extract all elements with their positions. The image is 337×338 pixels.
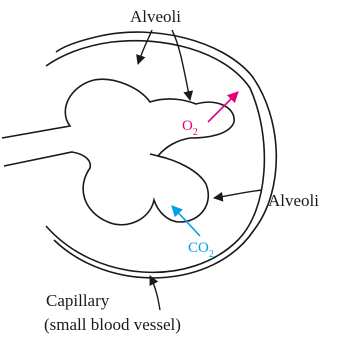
co2-label: CO2 [188,240,214,260]
capillary-outer-wall [46,41,264,273]
oxygen-label: O2 [182,118,198,138]
alveoli-right-arrow [214,190,262,198]
oxygen-symbol: O [182,118,193,134]
capillary-inner-wall [54,32,276,278]
alveolus-fold-line [150,154,166,158]
alveolus-sac [2,79,234,225]
co2-subscript: 2 [209,249,214,260]
alveoli-top-label: Alveoli [130,7,181,26]
alveoli-right-label: Alveoli [268,191,319,210]
alveoli-top-arrow-right [172,30,190,100]
capillary-label: Capillary [46,291,110,310]
oxygen-subscript: 2 [193,127,198,138]
capillary-arrow [150,276,160,310]
co2-symbol: CO [188,240,209,256]
capillary-sublabel: (small blood vessel) [44,315,181,334]
alveoli-top-arrow-left [138,30,152,64]
